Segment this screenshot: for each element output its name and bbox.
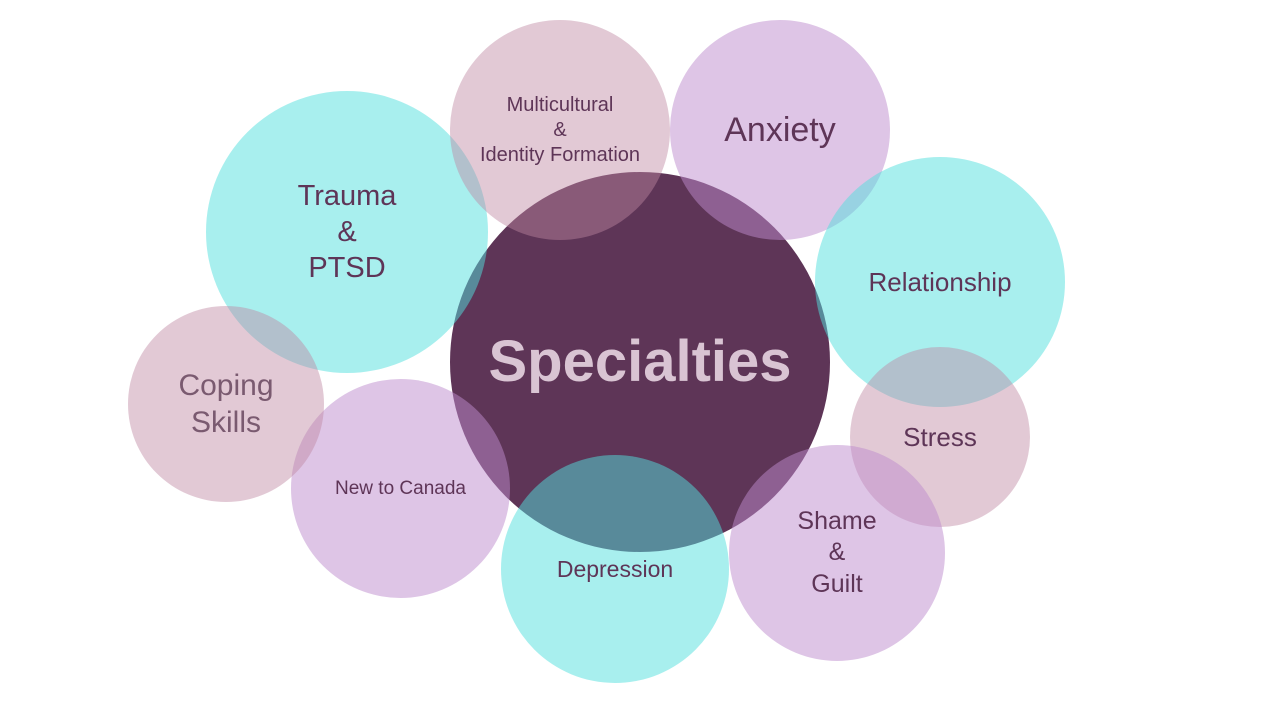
bubble-label: PTSD	[308, 252, 386, 285]
bubble-label: Anxiety	[724, 110, 836, 149]
bubble-new-to-canada: New to Canada	[291, 379, 510, 598]
bubble-shame: Shame & Guilt	[729, 445, 945, 661]
bubble-label: New to Canada	[335, 477, 466, 499]
bubble-label: Skills	[190, 406, 261, 439]
bubble-label: Depression	[556, 555, 674, 582]
bubble-coping: Coping Skills	[128, 306, 324, 502]
bubble-label: Guilt	[811, 569, 863, 598]
bubble-label: &	[828, 538, 846, 567]
bubble-label: Coping	[178, 368, 274, 402]
bubble-label: Trauma	[297, 179, 397, 212]
bubble-label: &	[337, 215, 357, 248]
bubble-depression: Depression	[501, 455, 729, 683]
bubble-relationship: Relationship	[815, 157, 1065, 407]
bubble-label: Multicultural	[506, 93, 614, 116]
bubble-label: Identity Formation	[479, 143, 641, 166]
bubble-trauma: Trauma & PTSD	[206, 91, 488, 373]
bubble-label: Relationship	[868, 266, 1012, 297]
bubble-label: &	[553, 118, 567, 141]
bubble-label: Stress	[903, 421, 977, 452]
center-title: Specialties	[488, 328, 792, 394]
bubble-multicultural: Multicultural & Identity Formation	[450, 20, 670, 240]
bubble-label: Shame	[797, 507, 877, 536]
